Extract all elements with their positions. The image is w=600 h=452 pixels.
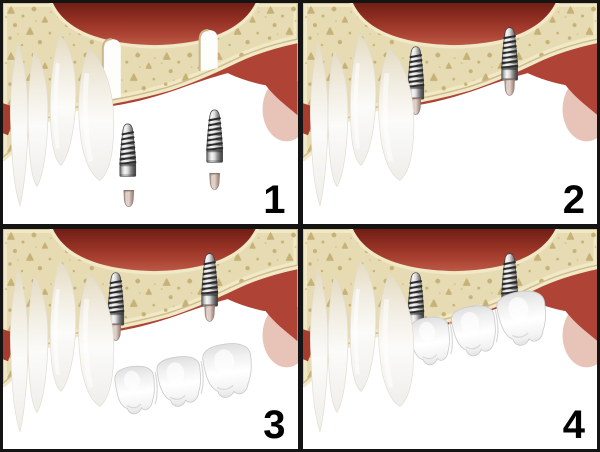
panel-step-4: 4 <box>302 228 598 450</box>
dental-implant <box>118 122 137 178</box>
jaw-illustration-step-4 <box>303 229 598 450</box>
dental-implant <box>205 108 224 164</box>
bridge-floating <box>111 339 257 416</box>
panel-step-3: 3 <box>3 228 298 450</box>
jaw-illustration-step-1 <box>3 3 298 224</box>
panel-step-1: 1 <box>3 3 298 224</box>
step-number-label: 4 <box>562 403 585 447</box>
step-number-label: 1 <box>263 177 286 222</box>
jaw-illustration-step-3 <box>3 229 298 450</box>
healing-abutment <box>123 189 135 208</box>
healing-abutment <box>209 172 221 191</box>
step-number-label: 2 <box>562 177 585 222</box>
panel-step-2: 2 <box>302 3 598 224</box>
healing-abutment <box>204 303 216 322</box>
jaw-illustration-step-2 <box>303 3 598 224</box>
step-number-label: 3 <box>263 403 286 447</box>
healing-abutment <box>503 78 515 96</box>
